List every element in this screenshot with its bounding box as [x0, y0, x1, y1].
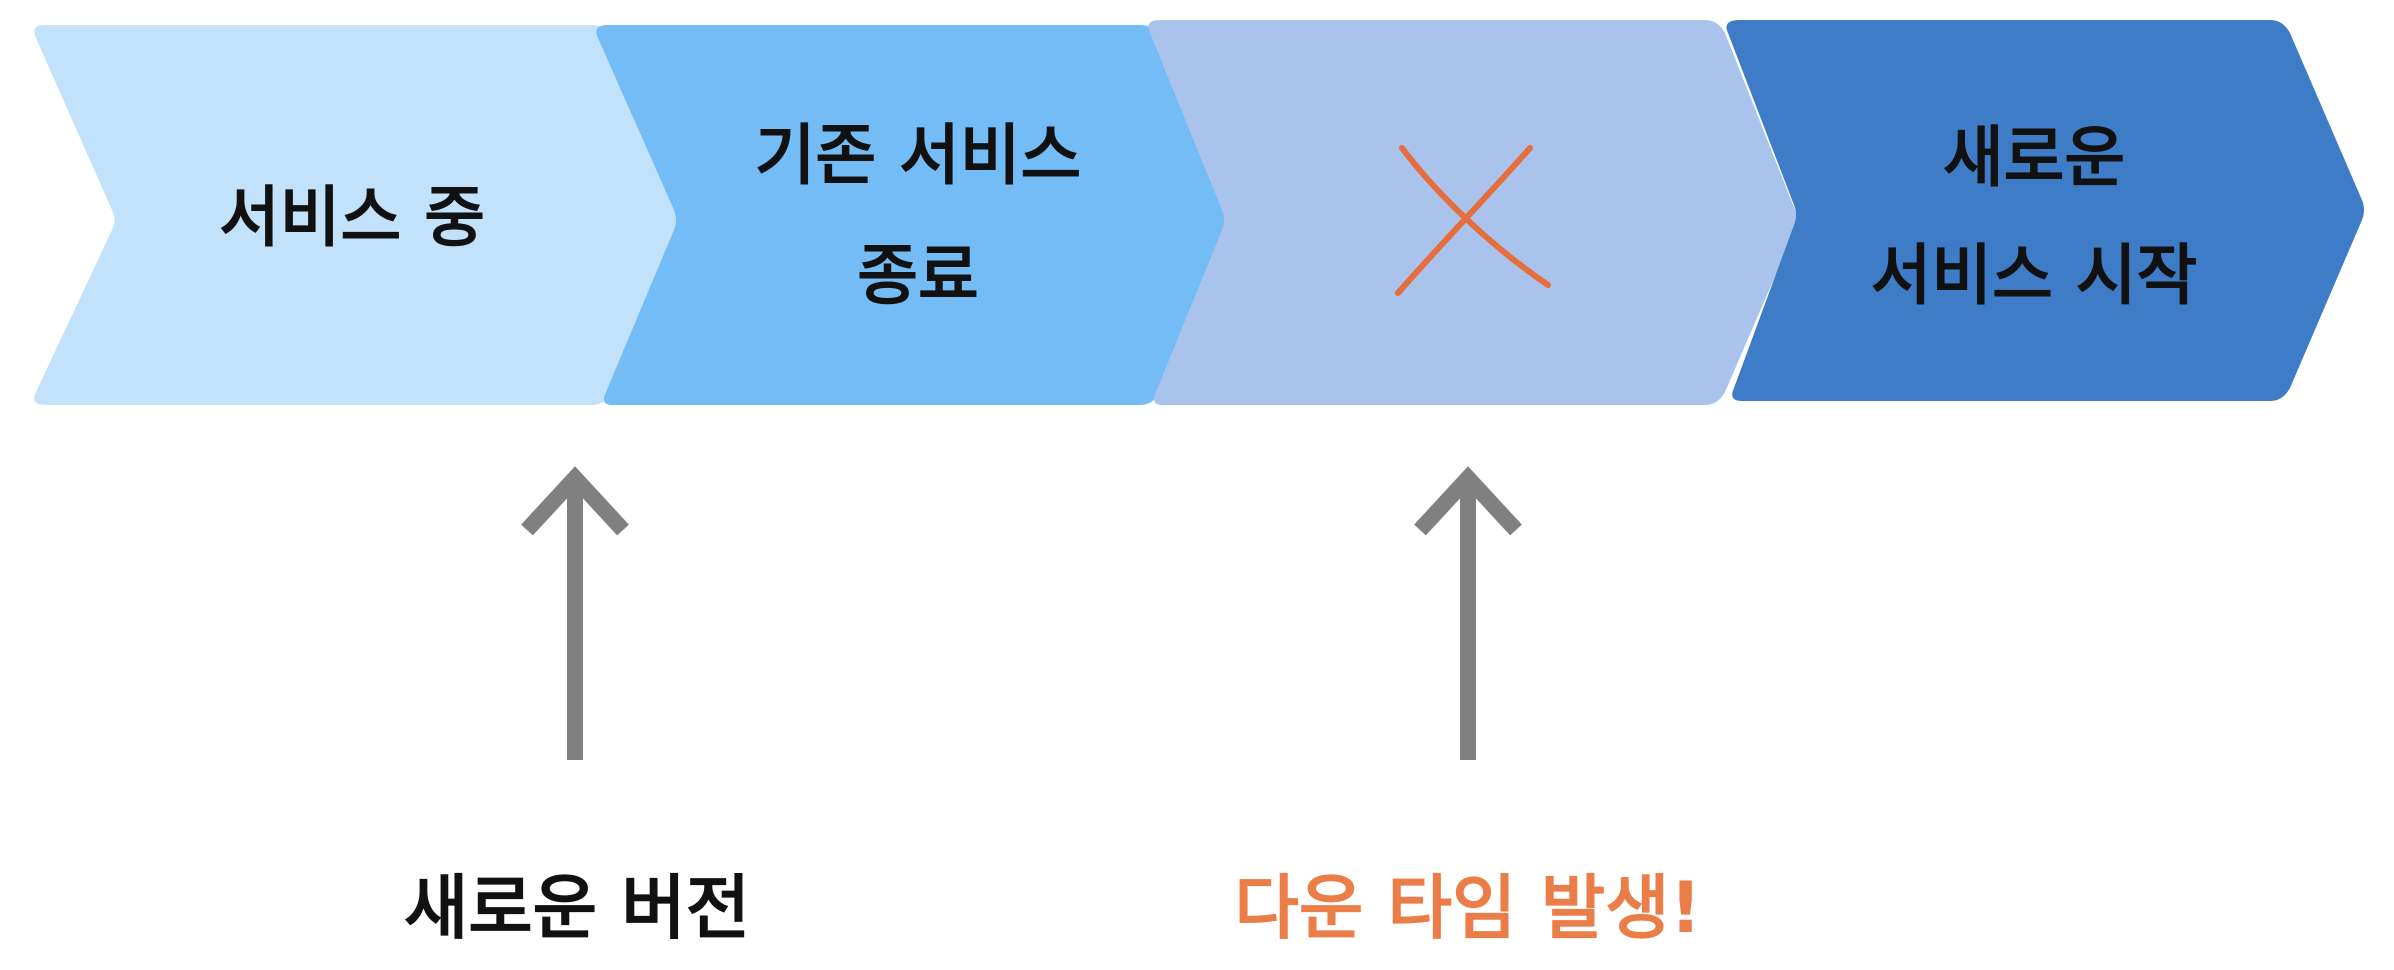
pointer-caption: 새로운 버전	[404, 867, 750, 949]
arrow-head	[521, 466, 629, 536]
stage-label-line-1: 새로운	[1943, 119, 2125, 196]
stage-service-running: 서비스 중	[34, 25, 683, 405]
pointer-caption: 다운 타임 발생!	[1234, 867, 1701, 949]
stage-shape	[34, 25, 683, 405]
stage-label-line-1: 기존 서비스	[755, 117, 1082, 194]
stage-downtime	[1148, 20, 1797, 405]
stage-shape	[1726, 20, 2364, 401]
arrow-up-icon	[1414, 466, 1522, 760]
x-cross-stroke-1	[1399, 145, 1551, 288]
pointer-new-version: 새로운 버전	[404, 466, 750, 949]
stage-label-line-2: 서비스 시작	[1871, 237, 2198, 314]
arrow-head	[1414, 466, 1522, 536]
stage-new-service-start: 새로운 서비스 시작	[1726, 20, 2364, 401]
pointer-downtime: 다운 타임 발생!	[1234, 466, 1702, 949]
stage-label-line-2: 종료	[857, 237, 978, 314]
arrow-up-icon	[521, 466, 629, 760]
stage-shape	[596, 25, 1230, 405]
x-cross-stroke-2	[1395, 145, 1533, 296]
stage-old-service-end: 기존 서비스 종료	[596, 25, 1230, 405]
x-cross-icon	[1395, 145, 1551, 296]
stage-label: 서비스 중	[219, 179, 485, 256]
